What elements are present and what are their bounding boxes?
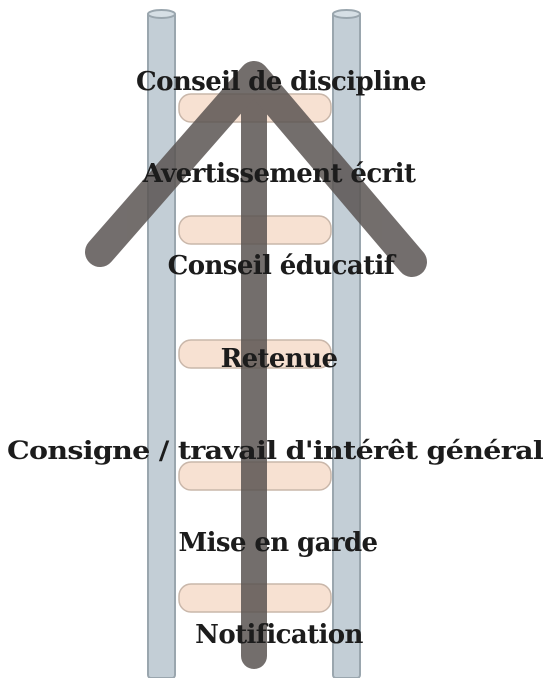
step-label-avertissement-ecrit: Avertissement écrit [142, 159, 416, 189]
step-label-notification: Notification [195, 620, 363, 650]
step-label-conseil-educatif: Conseil éducatif [168, 251, 397, 281]
step-label-mise-en-garde: Mise en garde [178, 528, 377, 558]
step-label-conseil-de-discipline: Conseil de discipline [136, 67, 426, 97]
arrow-head [85, 61, 427, 277]
step-label-consigne-travail-interet-general: Consigne / travail d'intérêt général [7, 436, 543, 465]
up-arrow-icon [85, 61, 427, 669]
step-label-retenue: Retenue [221, 344, 338, 374]
step-labels: Conseil de discipline Avertissement écri… [7, 67, 544, 650]
left-rail [147, 11, 176, 679]
right-rail-top [332, 9, 361, 19]
left-rail-top [147, 9, 176, 19]
